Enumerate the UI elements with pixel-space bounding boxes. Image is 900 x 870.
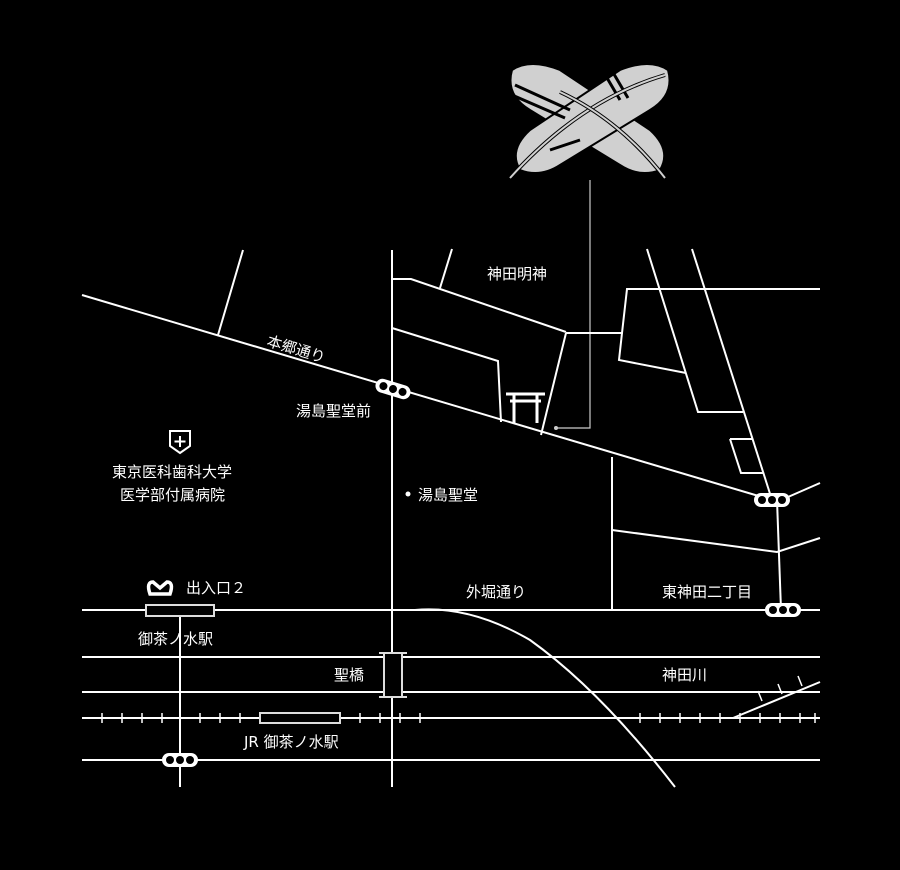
hospital-icon bbox=[169, 430, 191, 455]
rail-ticks bbox=[101, 675, 816, 723]
label-ochanomizu-station: 御茶ノ水駅 bbox=[138, 630, 214, 648]
pointer-dot bbox=[554, 426, 558, 430]
rail-tick bbox=[777, 683, 783, 695]
traffic-signal-icon bbox=[375, 378, 411, 400]
label-hospital-line2: 医学部付属病院 bbox=[120, 486, 226, 504]
label-sotobori-dori: 外堀通り bbox=[466, 583, 527, 601]
label-yushima-seido: 湯島聖堂 bbox=[418, 486, 479, 504]
label-exit-2: 出入口２ bbox=[186, 579, 247, 597]
label-jr-station: JR 御茶ノ水駅 bbox=[244, 733, 339, 751]
traffic-signal-icon bbox=[765, 603, 801, 617]
metro-icon bbox=[146, 580, 174, 596]
traffic-signal-icon bbox=[754, 493, 790, 507]
label-higashi-kanda: 東神田二丁目 bbox=[662, 583, 753, 601]
label-kanda-myojin: 神田明神 bbox=[487, 265, 548, 283]
crossed-feathers-logo bbox=[508, 63, 671, 180]
label-kanda-river: 神田川 bbox=[662, 666, 708, 684]
label-hijiri-bashi: 聖橋 bbox=[334, 666, 365, 684]
rail-tick bbox=[757, 690, 763, 702]
label-hospital-line1: 東京医科歯科大学 bbox=[112, 463, 233, 481]
roads bbox=[81, 248, 821, 788]
torii-icon bbox=[506, 392, 545, 423]
yushima-seido-dot bbox=[405, 491, 411, 497]
jr-station-platform bbox=[259, 712, 341, 724]
traffic-signal-icon bbox=[162, 753, 198, 767]
rail-tick bbox=[797, 675, 803, 687]
metro-station-platform bbox=[145, 604, 215, 617]
bridge-icon bbox=[379, 652, 407, 698]
label-yushima-seido-mae: 湯島聖堂前 bbox=[296, 402, 372, 420]
pointer-line bbox=[556, 180, 591, 429]
